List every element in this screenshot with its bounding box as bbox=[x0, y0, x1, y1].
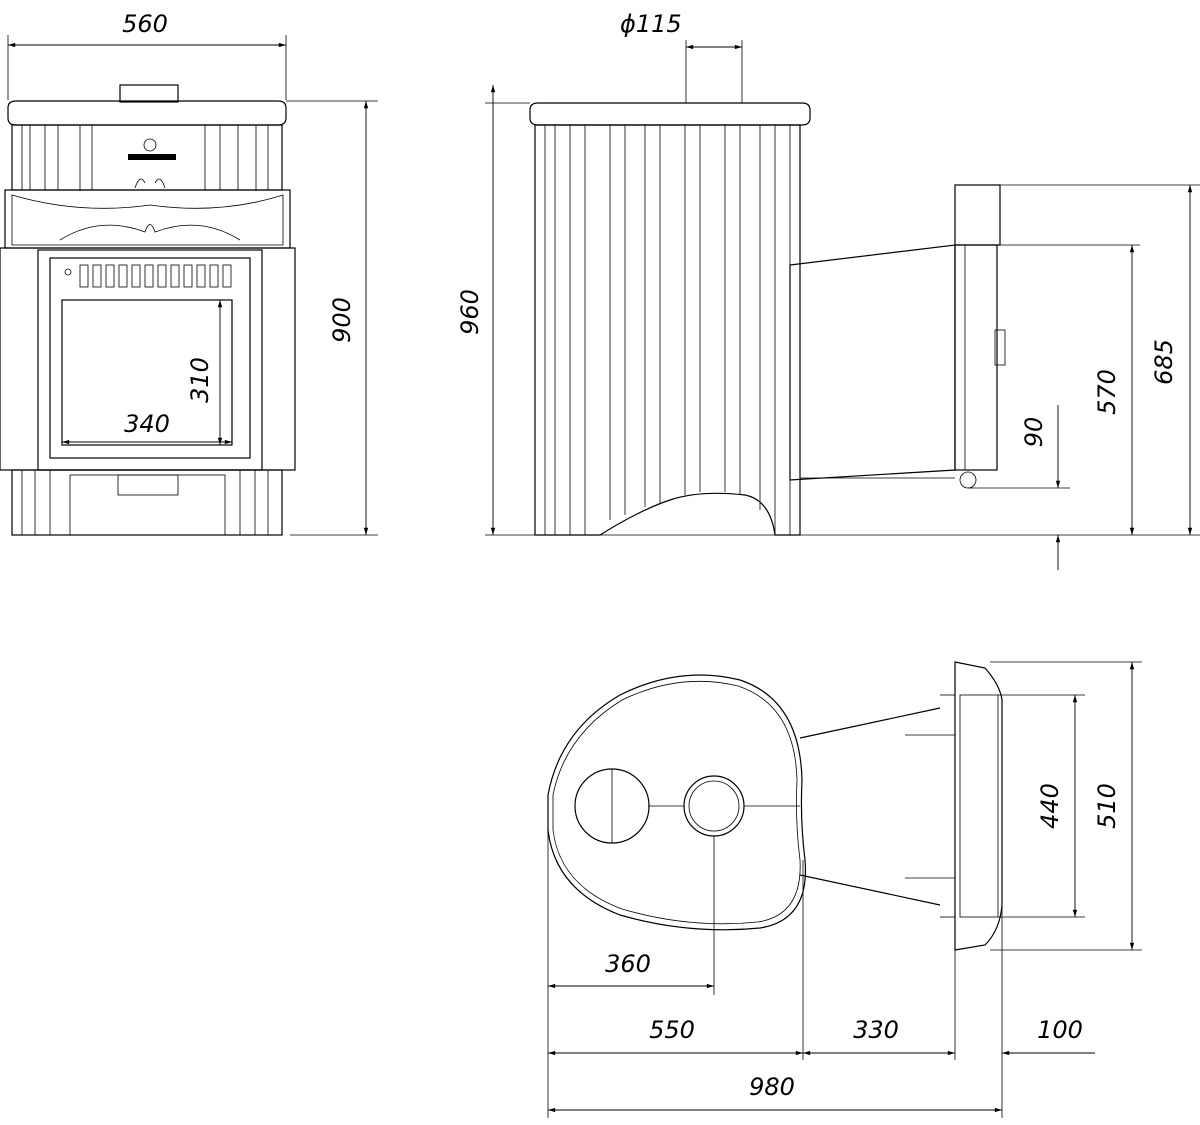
panel-top-label: 685 bbox=[1150, 339, 1178, 385]
top-view: 510 440 360 550 330 100 980 bbox=[547, 661, 1142, 1118]
tunnel-top-label: 570 bbox=[1093, 369, 1121, 415]
panel-outer-label: 510 bbox=[1093, 783, 1121, 829]
glass-height-label: 310 bbox=[186, 357, 214, 403]
front-height-label: 900 bbox=[328, 297, 356, 343]
panel-inner-label: 440 bbox=[1036, 783, 1064, 829]
logo bbox=[128, 138, 176, 189]
flue-offset-label: 360 bbox=[605, 950, 651, 978]
side-height-label: 960 bbox=[456, 289, 484, 335]
side-view: ϕ115 960 685 570 90 bbox=[456, 10, 1200, 570]
glass-width-label: 340 bbox=[124, 410, 170, 438]
tunnel-length-label: 330 bbox=[853, 1016, 899, 1044]
panel-depth-label: 100 bbox=[1037, 1016, 1083, 1044]
flue-diameter-label: ϕ115 bbox=[620, 10, 682, 38]
tunnel-bottom-label: 90 bbox=[1020, 417, 1048, 448]
front-view: 560 900 310 340 bbox=[0, 10, 378, 536]
front-width-label: 560 bbox=[122, 10, 168, 38]
body-depth-label: 550 bbox=[649, 1016, 695, 1044]
total-depth-label: 980 bbox=[749, 1073, 795, 1101]
